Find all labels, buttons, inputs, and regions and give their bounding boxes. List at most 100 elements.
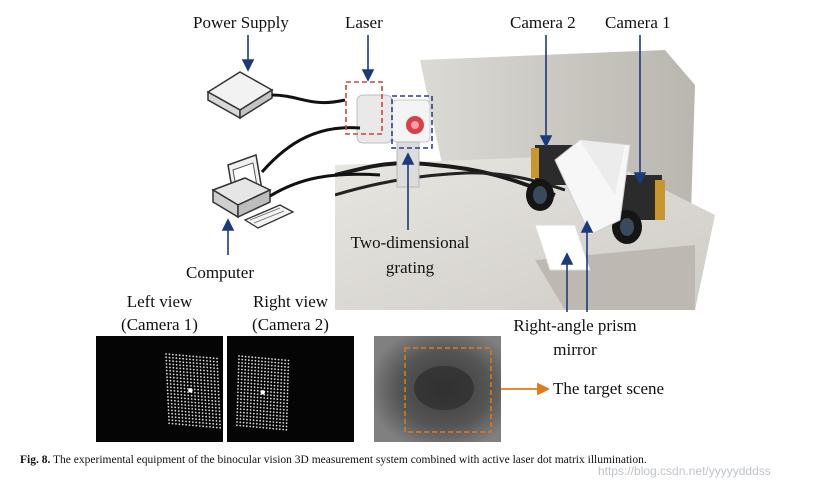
laser-dot: [286, 412, 288, 415]
laser-dot: [256, 396, 259, 399]
laser-dot: [272, 421, 275, 423]
laser-dot: [241, 358, 244, 361]
laser-dot: [205, 412, 207, 415]
laser-dot: [249, 402, 252, 405]
laser-dot: [190, 398, 193, 400]
laser-dot: [214, 403, 217, 406]
computer-icon: [211, 153, 295, 229]
laser-dot: [202, 422, 204, 424]
laser-dot: [185, 358, 188, 360]
laser-dot: [237, 371, 240, 374]
laser-dot: [236, 407, 239, 410]
laser-dot: [205, 425, 208, 428]
laser-dot: [270, 377, 273, 380]
laser-dot: [205, 356, 208, 359]
laser-dot: [184, 400, 186, 403]
laser-dot: [256, 416, 258, 419]
laser-dot: [196, 365, 198, 368]
laser-dot: [184, 397, 186, 400]
laser-dot: [286, 399, 289, 401]
laser-dot: [256, 399, 259, 402]
laser-dot: [240, 388, 243, 391]
laser-dot: [177, 396, 180, 399]
laser-dot: [260, 367, 263, 369]
laser-dot: [236, 394, 239, 397]
laser-dot: [202, 356, 205, 359]
laser-dot: [188, 417, 191, 420]
laser-dot: [248, 356, 250, 358]
laser-dot: [270, 387, 272, 390]
laser-dot: [272, 414, 275, 417]
laser-dot: [286, 409, 288, 411]
laser-dot: [193, 385, 196, 387]
laser-dot: [175, 423, 177, 425]
laser-dot: [267, 361, 270, 363]
laser-dot: [236, 404, 239, 407]
laser-dot: [237, 381, 240, 384]
laser-dot: [257, 376, 260, 379]
laser-dot: [177, 410, 180, 412]
laser-dot: [183, 387, 186, 390]
laser-dot: [276, 414, 278, 417]
laser-dot: [236, 414, 239, 417]
laser-dot: [214, 387, 216, 389]
laser-dot: [169, 369, 172, 372]
laser-dot: [213, 373, 216, 376]
laser-dot: [239, 421, 242, 424]
laser-dot: [264, 374, 266, 376]
laser-dot: [175, 367, 178, 369]
laser-dot: [186, 374, 189, 377]
laser-dot: [277, 368, 280, 371]
laser-dot: [275, 418, 278, 420]
laser-dot: [279, 398, 282, 401]
laser-dot: [178, 416, 180, 419]
laser-dot: [212, 426, 215, 429]
laser-dot: [217, 390, 220, 393]
laser-dot: [273, 391, 276, 394]
laser-dot: [167, 396, 169, 398]
laser-dot: [201, 405, 204, 408]
laser-dot: [173, 386, 176, 389]
laser-dot: [256, 419, 258, 422]
laser-dot: [166, 376, 168, 378]
laser-dot: [237, 374, 240, 377]
laser-dot: [240, 378, 243, 381]
zero-order-dot: [188, 388, 193, 393]
laser-dot: [215, 426, 218, 429]
target-scene-image: [374, 336, 501, 442]
laser-dot: [236, 398, 239, 400]
laser-dot: [203, 372, 206, 375]
laser-dot: [246, 418, 248, 421]
laser-dot: [286, 386, 289, 388]
laser-dot: [246, 412, 249, 414]
laser-dot: [211, 399, 214, 402]
laser-dot: [262, 423, 265, 426]
laser-dot: [249, 409, 252, 411]
laser-dot: [204, 392, 206, 395]
laser-dot: [269, 414, 272, 416]
laser-dot: [280, 375, 283, 378]
laser-dot: [183, 374, 185, 377]
laser-dot: [257, 356, 260, 359]
laser-dot: [165, 363, 168, 365]
laser-dot: [197, 385, 199, 388]
laser-dot: [276, 404, 279, 407]
laser-dot: [264, 370, 266, 373]
laser-dot: [167, 402, 170, 405]
laser-dot: [219, 426, 222, 429]
laser-dot: [187, 397, 190, 400]
laser-dot: [267, 371, 270, 373]
laser-dot: [250, 395, 252, 398]
laser-dot: [283, 375, 286, 378]
laser-dot: [206, 366, 209, 369]
laser-dot: [249, 422, 252, 425]
laser-dot: [190, 384, 193, 387]
laser-dot: [280, 382, 283, 384]
laser-dot: [170, 399, 173, 402]
laser-dot: [171, 422, 174, 425]
laser-dot: [206, 376, 209, 379]
laser-dot: [186, 378, 189, 380]
laser-dot: [280, 388, 282, 391]
laser-dot: [273, 378, 276, 380]
laser-dot: [253, 379, 256, 382]
